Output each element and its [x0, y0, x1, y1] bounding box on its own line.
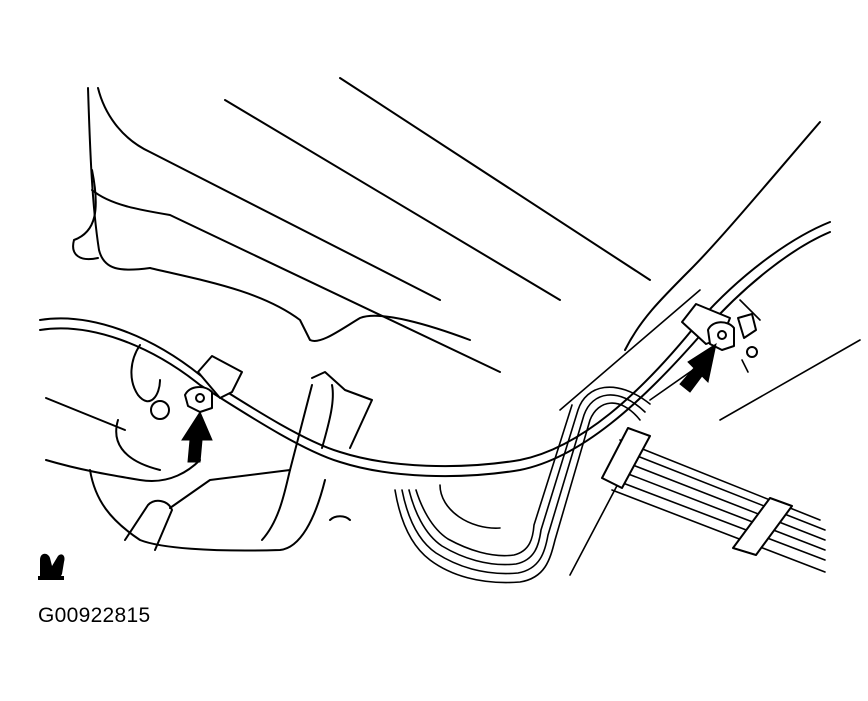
- brake-line-bundle: [394, 299, 861, 584]
- filler-pipe: [261, 371, 373, 541]
- clip-location-arrow-right: [679, 342, 717, 393]
- service-note-icon: [38, 553, 65, 580]
- line-clip-left: [184, 355, 243, 413]
- bundle-bands: [601, 427, 793, 556]
- clip-location-arrow-left: [181, 410, 213, 463]
- lower-tank-shell: [45, 344, 326, 552]
- line-clip-right: [681, 303, 758, 373]
- fuel-tank-outline: [72, 77, 821, 411]
- figure-id-label: G00922815: [38, 604, 151, 627]
